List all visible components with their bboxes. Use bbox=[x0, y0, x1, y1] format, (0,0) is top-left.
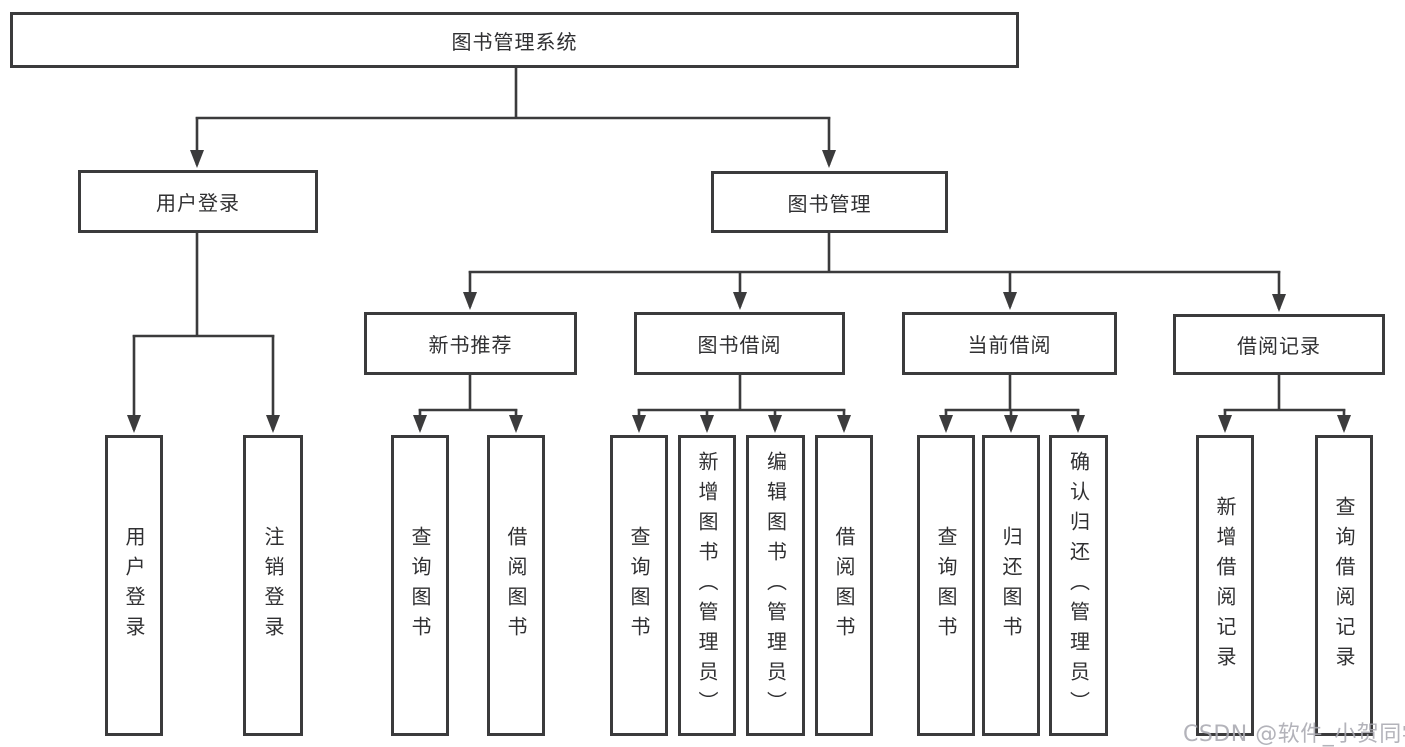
node-leaf-return-books: 归还图书 bbox=[982, 435, 1040, 736]
node-leaf-add-books-admin: 新增图书（管理员） bbox=[678, 435, 736, 736]
node-new-book-recommend: 新书推荐 bbox=[364, 312, 577, 375]
leaf-label: 确认归还（管理员） bbox=[1066, 450, 1091, 721]
node-root-library-system: 图书管理系统 bbox=[10, 12, 1019, 68]
node-leaf-query-books: 查询图书 bbox=[391, 435, 449, 736]
node-leaf-query-books-3: 查询图书 bbox=[917, 435, 975, 736]
node-leaf-query-books-2: 查询图书 bbox=[610, 435, 668, 736]
node-leaf-confirm-return-admin: 确认归还（管理员） bbox=[1049, 435, 1108, 736]
leaf-label: 编辑图书（管理员） bbox=[763, 450, 788, 721]
leaf-label: 查询借阅记录 bbox=[1332, 495, 1356, 676]
leaf-label: 借阅图书 bbox=[504, 525, 528, 646]
node-user-login: 用户登录 bbox=[78, 170, 318, 233]
leaf-label: 查询图书 bbox=[408, 525, 432, 646]
node-leaf-add-borrow-record: 新增借阅记录 bbox=[1196, 435, 1254, 736]
node-leaf-edit-books-admin: 编辑图书（管理员） bbox=[746, 435, 805, 736]
csdn-watermark: CSDN @软件_小贺同学 bbox=[1183, 722, 1405, 747]
node-leaf-borrow-books-2: 借阅图书 bbox=[815, 435, 873, 736]
leaf-label: 查询图书 bbox=[934, 525, 958, 646]
node-current-borrow: 当前借阅 bbox=[902, 312, 1117, 375]
node-leaf-logout: 注销登录 bbox=[243, 435, 303, 736]
leaf-label: 用户登录 bbox=[122, 525, 146, 646]
node-leaf-user-login: 用户登录 bbox=[105, 435, 163, 736]
leaf-label: 归还图书 bbox=[999, 525, 1023, 646]
leaf-label: 借阅图书 bbox=[832, 525, 856, 646]
leaf-label: 新增图书（管理员） bbox=[695, 450, 719, 721]
leaf-label: 新增借阅记录 bbox=[1213, 495, 1237, 676]
node-book-management: 图书管理 bbox=[711, 171, 948, 233]
leaf-label: 查询图书 bbox=[627, 525, 651, 646]
node-leaf-borrow-books: 借阅图书 bbox=[487, 435, 545, 736]
node-leaf-query-borrow-record: 查询借阅记录 bbox=[1315, 435, 1373, 736]
node-borrow-records: 借阅记录 bbox=[1173, 314, 1385, 375]
node-book-borrow: 图书借阅 bbox=[634, 312, 845, 375]
leaf-label: 注销登录 bbox=[261, 525, 285, 646]
